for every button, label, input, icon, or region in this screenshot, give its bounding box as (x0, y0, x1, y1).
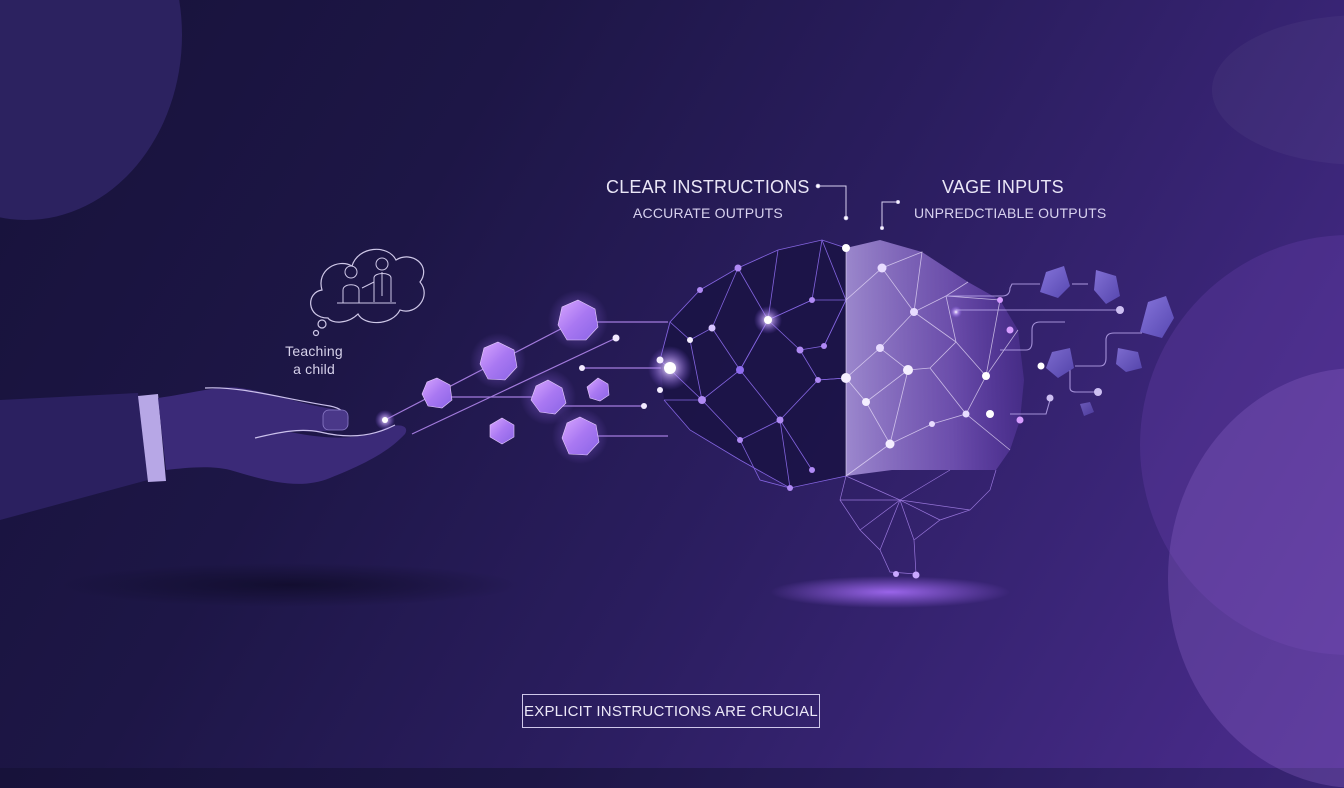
accurate-outputs-subtitle: ACCURATE OUTPUTS (633, 205, 783, 221)
brain-right-half (846, 240, 1024, 476)
brain-stem-mesh (839, 469, 997, 575)
line-endpoints (579, 334, 647, 409)
thought-bubble (310, 248, 425, 337)
shirt-cuff (138, 394, 166, 482)
circuit-endpoints (1037, 306, 1124, 402)
clear-instructions-title: CLEAR INSTRUCTIONS (606, 177, 810, 197)
unpredictable-outputs-subtitle: UNPREDCTIABLE OUTPUTS (914, 205, 1107, 221)
teaching-a-child-caption: Teaching a child (285, 343, 343, 377)
hand-illustration (0, 387, 407, 520)
brain-left-half (660, 240, 846, 488)
banner-text: EXPLICIT INSTRUCTIONS ARE CRUCIAL (524, 702, 818, 720)
illustration-scene (0, 183, 1174, 608)
callout-lines (815, 183, 900, 230)
brain-nodes (648, 244, 1024, 579)
brain-floor-glow (770, 576, 1010, 608)
explicit-instructions-banner: EXPLICIT INSTRUCTIONS ARE CRUCIAL (522, 694, 820, 728)
connection-lines (384, 319, 668, 437)
hexagon-gems (421, 290, 610, 464)
teacher-and-child-icon (337, 257, 396, 304)
thumbnail (322, 409, 349, 431)
floating-crystals (1040, 266, 1174, 416)
circuit-traces (946, 283, 1142, 415)
vague-inputs-title: VAGE INPUTS (942, 177, 1064, 197)
hand-shadow (60, 563, 520, 607)
